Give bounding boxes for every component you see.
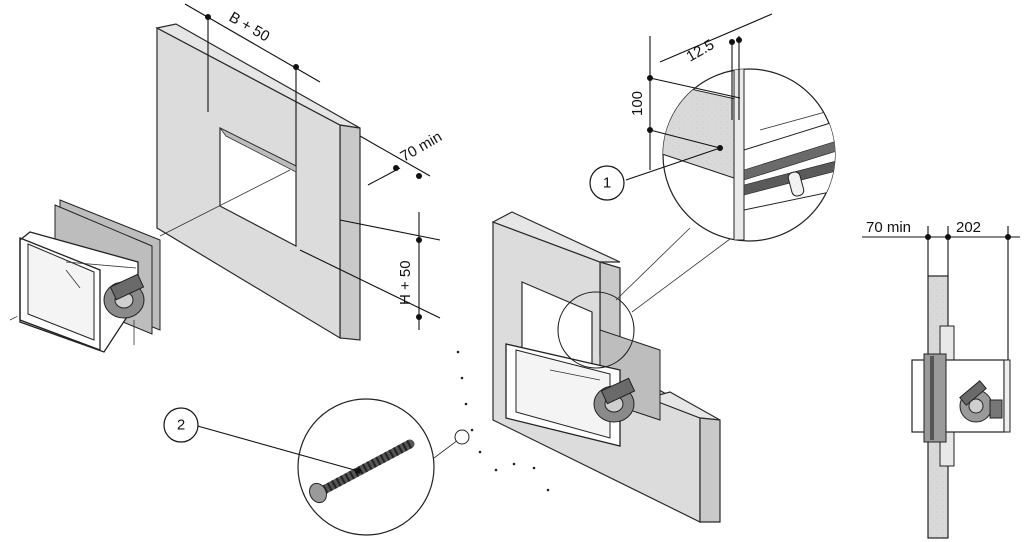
callout-1: 1 — [589, 165, 625, 201]
svg-text:2: 2 — [177, 417, 185, 434]
wall-side-face — [339, 124, 361, 341]
wall-dimension-lines — [159, 3, 441, 330]
zoom-detail — [625, 13, 836, 242]
dim-12-5: 12.5 — [684, 36, 718, 65]
actuator-left — [103, 273, 145, 319]
wall-with-damper — [491, 211, 735, 523]
dim-202: 202 — [956, 219, 981, 236]
svg-text:1: 1 — [603, 175, 611, 192]
dim-100: 100 — [629, 91, 646, 116]
dim-h-plus-50: H + 50 — [397, 260, 414, 305]
dim-b-plus-50: B + 50 — [226, 9, 272, 46]
dim-70-min-wall: 70 min — [398, 128, 445, 165]
dim-70-min-side: 70 min — [866, 219, 911, 236]
side-view — [862, 226, 1020, 539]
actuator-middle — [593, 377, 636, 423]
screw-detail — [193, 350, 550, 536]
actuator-side — [959, 380, 1003, 423]
damper-left — [9, 199, 161, 353]
wall-with-opening — [155, 23, 361, 341]
callout-2: 2 — [163, 407, 199, 443]
